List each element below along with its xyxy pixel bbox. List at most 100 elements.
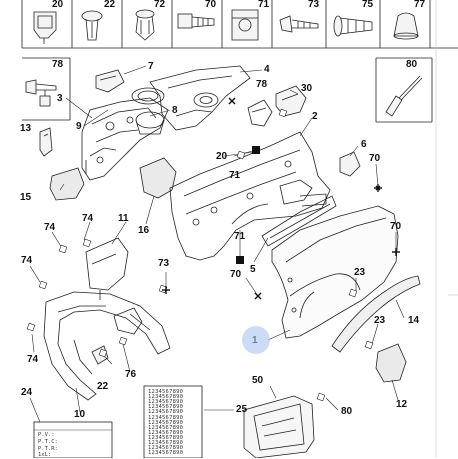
- callout-23-a: 23: [354, 267, 366, 278]
- blind-rivet-part-80-icon: [385, 75, 423, 117]
- bracket-part-11: [85, 237, 129, 300]
- callout-16: 16: [138, 225, 150, 236]
- callout-2: 2: [312, 111, 318, 122]
- header-strip: [21, 0, 458, 458]
- clip-nut-part-71-icon: [231, 9, 259, 41]
- callout-30: 30: [301, 83, 313, 94]
- callout-73: 73: [158, 258, 170, 269]
- table-row: 1234567890: [148, 409, 184, 416]
- callout-22: 22: [97, 381, 109, 392]
- callout-9: 9: [76, 121, 82, 132]
- table-row: 1234567890: [148, 434, 184, 441]
- table-row: 1234567890: [148, 399, 184, 406]
- callout-20: 20: [216, 151, 228, 162]
- header-label-70: 70: [205, 0, 217, 10]
- callout-70-c: 70: [230, 269, 242, 280]
- strut-tower-part-4: [149, 65, 251, 131]
- dome-part-8: [135, 111, 165, 135]
- plastic-rivet-part-72-icon: [135, 9, 155, 41]
- bracket-part-30: [275, 85, 307, 117]
- table-row: 1234567890: [148, 450, 184, 457]
- header-label-20: 20: [52, 0, 64, 10]
- callout-70-b: 70: [390, 221, 402, 232]
- leader-lines: [29, 65, 405, 423]
- callout-71: 71: [229, 170, 241, 181]
- label-card-part-24: [33, 421, 113, 458]
- clip-part-6: [339, 151, 361, 177]
- panel-part-50: [243, 395, 315, 458]
- bolt-part-70-icon: [177, 13, 215, 29]
- label-line-pv: P.V.:: [38, 432, 55, 438]
- inset-label-78: 78: [52, 59, 64, 70]
- bracket-part-76: [113, 307, 143, 335]
- filled-markers: [236, 146, 260, 264]
- callout-70-a: 70: [369, 153, 381, 164]
- cap-part-77-icon: [393, 12, 419, 40]
- mud-flap-part-12: [375, 343, 407, 383]
- cross-markers: [162, 97, 400, 300]
- callout-12: 12: [396, 399, 408, 410]
- callout-74-b: 74: [82, 213, 94, 224]
- callout-25: 25: [236, 404, 248, 415]
- callout-13: 13: [20, 123, 32, 134]
- wheel-arch-liner-part-10: [43, 291, 171, 401]
- callout-7: 7: [148, 61, 154, 72]
- strut-top-part-9: [131, 87, 165, 105]
- clip-part-20-icon: [33, 11, 57, 44]
- callout-4: 4: [264, 64, 270, 75]
- callout-8: 8: [172, 105, 178, 116]
- table-row: 1234567890: [148, 414, 184, 421]
- callout-15: 15: [20, 192, 32, 203]
- table-row: 1234567890: [148, 429, 184, 436]
- bolt-part-78-icon: [25, 79, 57, 107]
- fender-part-1: [271, 205, 399, 339]
- callout-74-d: 74: [27, 354, 39, 365]
- label-line-ptr: P.T.R:: [38, 446, 58, 452]
- arch-trim-part-14: [331, 275, 421, 353]
- label-line-ptc: P.T.C:: [38, 439, 58, 445]
- callout-5: 5: [250, 264, 256, 275]
- table-row: 1234567890: [148, 419, 184, 426]
- header-label-73: 73: [308, 0, 320, 10]
- callout-74-a: 74: [44, 222, 56, 233]
- callout-6: 6: [361, 139, 367, 150]
- highlight-circle: [242, 326, 270, 354]
- header-label-77: 77: [414, 0, 426, 10]
- header-label-71: 71: [258, 0, 270, 10]
- callout-11: 11: [118, 213, 129, 224]
- callout-80: 80: [341, 406, 353, 417]
- table-row: 1234567890: [148, 389, 184, 395]
- insulator-panel-part-15: [49, 167, 85, 201]
- callout-14: 14: [408, 315, 420, 326]
- push-rivet-part-22-icon: [81, 10, 103, 41]
- table-row: 1234567890: [148, 445, 184, 452]
- table-row: 1234567890: [148, 440, 184, 446]
- expansion-plug-part-75-icon: [333, 15, 373, 37]
- inset-box-80: [375, 57, 433, 123]
- header-label-22: 22: [104, 0, 116, 10]
- callout-10: 10: [74, 409, 86, 420]
- callout-71-b: 71: [234, 231, 246, 242]
- table-row: 1234567890: [148, 424, 184, 431]
- insulator-panel-part-16: [139, 157, 177, 199]
- square-markers: [26, 108, 374, 402]
- callout-24: 24: [21, 387, 33, 398]
- callout-50: 50: [252, 375, 264, 386]
- label-line-1xl: 1xL:: [38, 452, 52, 458]
- header-label-75: 75: [362, 0, 374, 10]
- table-card-part-25: [143, 385, 203, 458]
- callout-74-c: 74: [21, 255, 33, 266]
- seal-part-5: [261, 195, 337, 247]
- screw-part-73-icon: [279, 15, 319, 33]
- bracket-part-7: [95, 69, 125, 93]
- callout-3: 3: [57, 93, 63, 104]
- inset-label-80: 80: [406, 59, 418, 70]
- callout-78: 78: [256, 79, 268, 90]
- bracket-part-78: [247, 99, 273, 127]
- callout-23-b: 23: [374, 315, 386, 326]
- table-row: 1234567890: [148, 404, 184, 411]
- table-row: 1234567890: [148, 394, 184, 401]
- header-label-72: 72: [154, 0, 166, 10]
- bracket-part-13: [39, 127, 53, 157]
